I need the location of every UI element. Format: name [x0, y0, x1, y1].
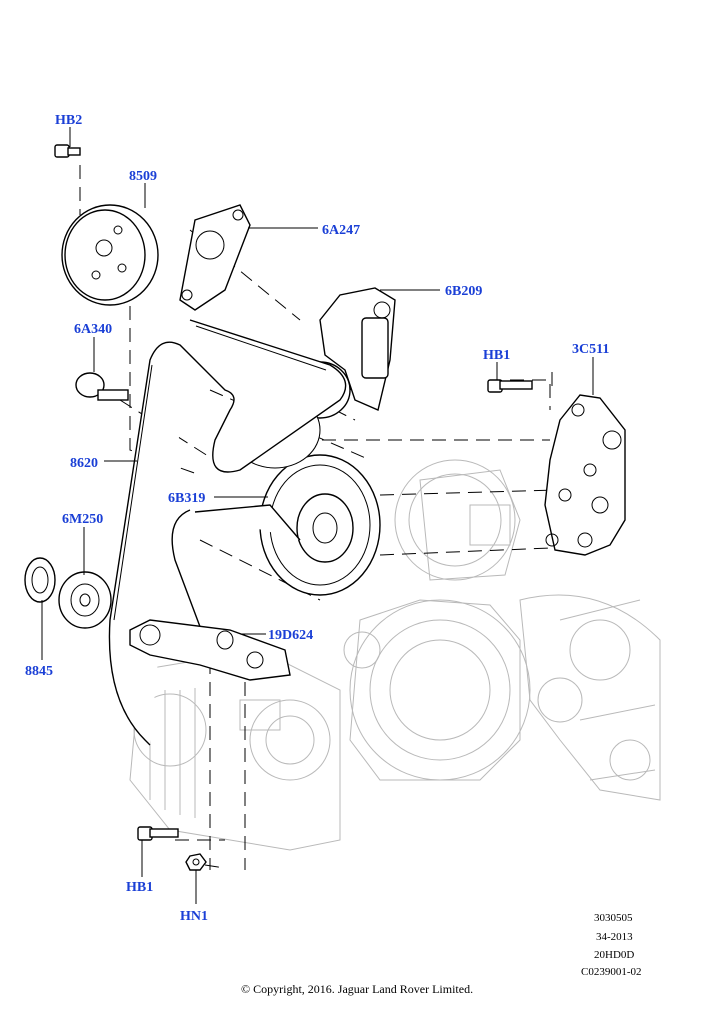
callout-hb1-top: HB1: [483, 348, 510, 363]
bolt-6a340: [75, 372, 129, 401]
callout-labels: HB2 8509 6A247 6B209 6A340 HB1 3C511 862…: [25, 113, 609, 924]
leader-lines: [41, 127, 594, 904]
reference-block: 3030505 34-2013 20HD0D C0239001-02: [581, 912, 642, 978]
callout-8845: 8845: [25, 664, 53, 679]
pulley-8509: [61, 204, 159, 306]
callout-6a340: 6A340: [74, 322, 112, 337]
ref-line-4: C0239001-02: [581, 966, 642, 978]
ref-line-2: 34-2013: [596, 931, 633, 943]
cover-8845: [24, 557, 56, 603]
nut-hn1: [185, 853, 207, 871]
ref-line-3: 20HD0D: [594, 949, 634, 961]
ref-line-1: 3030505: [594, 912, 633, 924]
callout-hn1: HN1: [180, 909, 208, 924]
callout-6b209: 6B209: [445, 284, 482, 299]
callout-hb2: HB2: [55, 113, 82, 128]
bracket-6a247: [179, 204, 251, 311]
callout-8620: 8620: [70, 456, 98, 471]
callout-19d624: 19D624: [268, 628, 313, 643]
tensioner-arm-19d624: [129, 619, 291, 681]
bolt-hb2: [54, 144, 81, 158]
bolt-hb1-bottom: [137, 826, 179, 841]
callout-hb1-bottom: HB1: [126, 880, 153, 895]
copyright-text: © Copyright, 2016. Jaguar Land Rover Lim…: [241, 982, 473, 996]
bracket-3c511: [544, 394, 626, 556]
bolt-hb1-top: [487, 379, 533, 393]
idler-6m250: [58, 571, 112, 629]
callout-6m250: 6M250: [62, 512, 103, 527]
secondary-belt: [171, 504, 301, 651]
callout-3c511: 3C511: [572, 342, 609, 357]
callout-6b319: 6B319: [168, 491, 205, 506]
callout-6a247: 6A247: [322, 223, 360, 238]
callout-8509: 8509: [129, 169, 157, 184]
belt-8620: [108, 319, 347, 746]
